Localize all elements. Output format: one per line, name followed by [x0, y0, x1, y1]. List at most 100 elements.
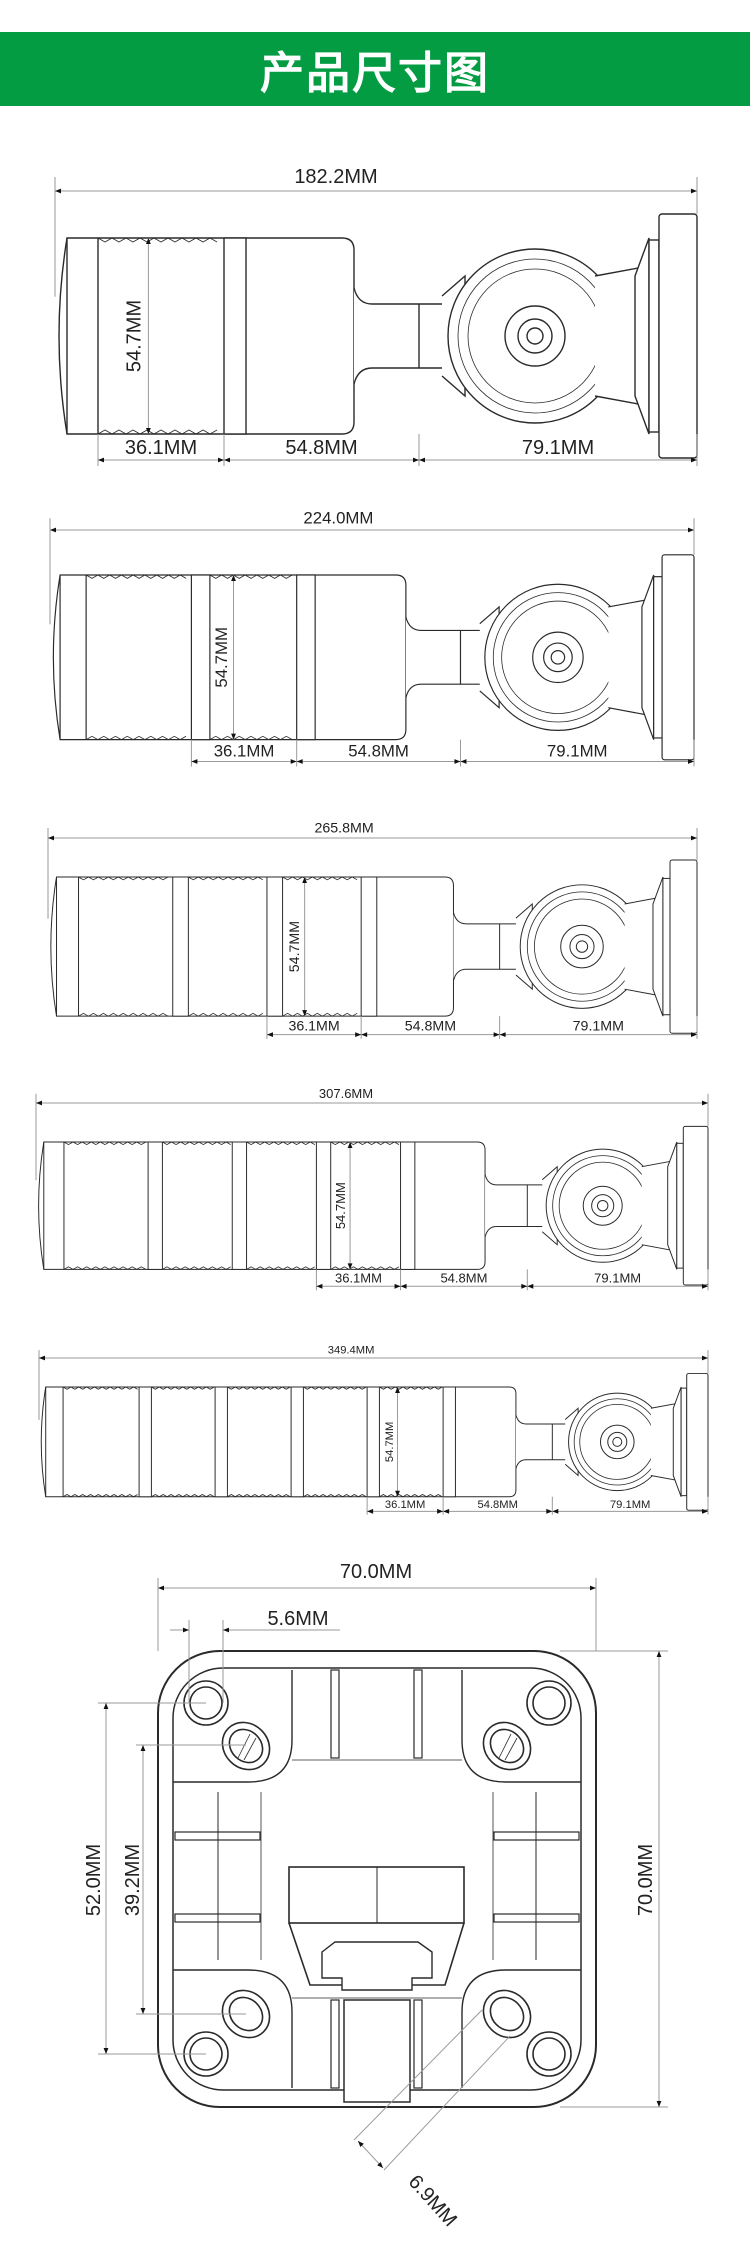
neck [484, 1174, 551, 1238]
rib-pattern-top [330, 1141, 400, 1146]
rib-pattern-bottom [282, 1012, 358, 1017]
corner-pocket [173, 1969, 293, 2088]
rib-pattern-bottom [78, 1012, 169, 1017]
neck-label: 54.8MM [478, 1499, 518, 1511]
hole-offset-label: 5.6MM [267, 1608, 328, 1630]
rib-pattern-top [209, 574, 293, 579]
mount-plate [682, 1125, 709, 1286]
slot-width-label: 6.9MM [404, 2171, 461, 2231]
mounting-slot [482, 1721, 532, 1771]
mounting-slot-inner [228, 1996, 264, 2032]
ball-screw [612, 1436, 623, 1447]
body-band [172, 876, 189, 1017]
plate-flange [662, 877, 671, 1016]
rib-pattern-top [151, 1386, 215, 1390]
rib [413, 1669, 423, 1759]
total-length-label: 182.2MM [294, 166, 377, 188]
neck [452, 912, 525, 981]
mounting-hole-inner [532, 1686, 566, 1720]
corner-pocket [461, 1969, 581, 2088]
rib-pattern-bottom [162, 1266, 231, 1270]
neck-label: 54.8MM [348, 741, 409, 760]
rib-pattern-bottom [188, 1012, 264, 1017]
rib-pattern-bottom [246, 1266, 315, 1270]
ball-hub [532, 631, 584, 684]
ball-hub [599, 1424, 635, 1460]
neck-label: 54.8MM [405, 1018, 456, 1034]
rib-pattern-bottom [227, 1494, 291, 1498]
slot-width-dimension [357, 2140, 384, 2169]
total-length-label: 307.6MM [319, 1086, 373, 1101]
body-band [266, 876, 284, 1017]
screw-hatch [504, 1737, 518, 1761]
rib-pattern-top [78, 876, 169, 881]
mounting-slot-inner [228, 1728, 264, 1764]
segment-label: 36.1MM [214, 741, 275, 760]
segment-label: 36.1MM [385, 1499, 425, 1511]
body-band [315, 1141, 332, 1270]
body-band [190, 574, 211, 741]
body-band [366, 1386, 380, 1498]
ball-hub [582, 1185, 623, 1226]
rib-pattern-top [85, 574, 187, 579]
total-length-label: 265.8MM [315, 820, 374, 836]
total-length-label: 349.4MM [328, 1345, 375, 1357]
rib-pattern-bottom [62, 1494, 138, 1498]
body-band [290, 1386, 304, 1498]
rib-pattern-bottom [209, 735, 293, 741]
rib-pattern-top [246, 1141, 315, 1146]
body-band [223, 237, 247, 435]
rib-pattern-top [97, 237, 218, 243]
rib-pattern-bottom [379, 1494, 443, 1498]
body-band [138, 1386, 152, 1498]
total-length-label: 224.0MM [303, 508, 373, 527]
plate-width-label: 70.0MM [340, 1561, 412, 1583]
camera-body [50, 876, 454, 1017]
plate-bracket [634, 237, 650, 435]
rib-pattern-top [282, 876, 358, 881]
mounting-hole-inner [532, 2037, 566, 2071]
rib-pattern-bottom [97, 429, 218, 435]
ball-hub-nut [569, 934, 595, 960]
body-band [400, 1141, 416, 1270]
mount-label: 79.1MM [594, 1270, 641, 1285]
rib-pattern-bottom [330, 1266, 400, 1270]
plate-flange [680, 1387, 688, 1497]
neck [405, 616, 491, 698]
mounting-slot [221, 1721, 271, 1771]
ball-screw [526, 327, 544, 345]
rib-pattern-top [227, 1386, 291, 1390]
rib-pattern-bottom [63, 1266, 147, 1270]
ball-screw [575, 940, 589, 953]
rib-pattern-top [62, 1386, 138, 1390]
rib-pattern-top [188, 876, 264, 881]
height-label: 54.7MM [123, 300, 145, 372]
mounting-slot-inner [489, 1996, 525, 2032]
ball-hub-nut [543, 642, 573, 673]
rib-pattern-bottom [303, 1494, 367, 1498]
ball-hub-nut [591, 1194, 615, 1218]
plate-bracket [667, 1141, 678, 1270]
mount-label: 79.1MM [573, 1018, 624, 1034]
rib [413, 1999, 423, 2089]
mount-plate [669, 859, 698, 1034]
mount-plate [658, 213, 698, 459]
rib-pattern-bottom [151, 1494, 215, 1498]
camera-body [58, 237, 355, 435]
rib [330, 1999, 340, 2089]
ball-hub [560, 924, 604, 969]
rib-pattern-bottom [85, 735, 187, 741]
mounting-slot [482, 1989, 532, 2039]
rib-pattern-top [303, 1386, 367, 1390]
neck-label: 54.8MM [285, 437, 357, 459]
segment-label: 36.1MM [335, 1270, 382, 1285]
plate-flange [676, 1142, 684, 1269]
screw-hatch [498, 1733, 512, 1759]
rib [330, 1669, 340, 1759]
body-band [360, 876, 378, 1017]
